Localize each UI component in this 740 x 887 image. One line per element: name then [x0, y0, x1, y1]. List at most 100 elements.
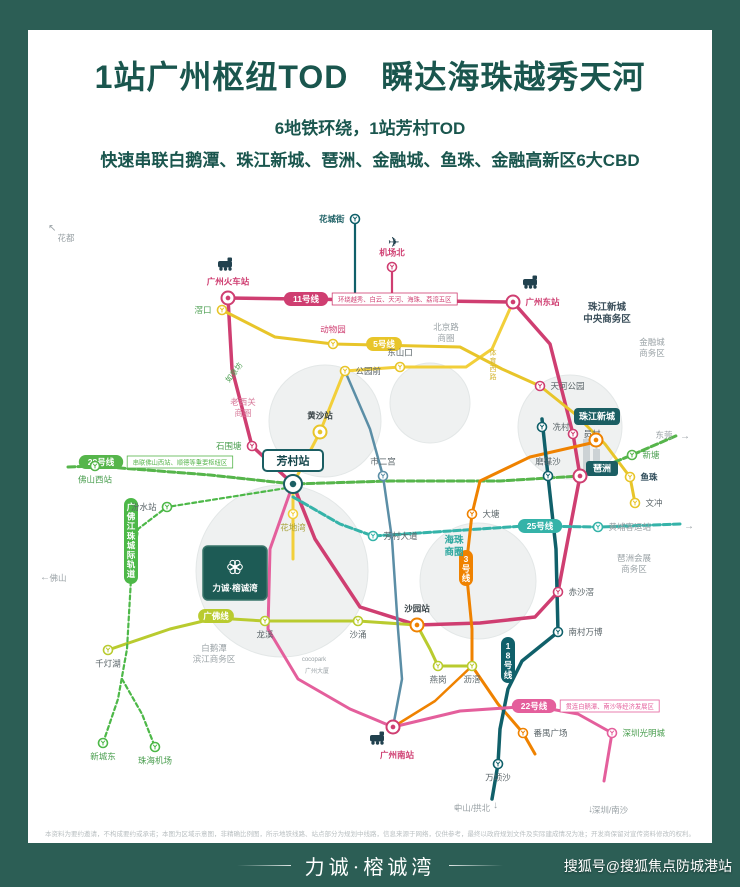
page-title: 1站广州枢纽TOD 瞬达海珠越秀天河 — [94, 59, 646, 95]
station-文冲: 文冲 — [629, 497, 663, 509]
station-燕岗: 燕岗 — [429, 660, 447, 685]
line-badge: 28号线 串联佛山西站、顺德等重要枢纽区 — [78, 455, 234, 469]
svg-text:龙溪: 龙溪 — [256, 630, 274, 640]
svg-text:佛山西站: 佛山西站 — [78, 475, 113, 485]
svg-text:燕岗: 燕岗 — [429, 675, 446, 685]
metro-line-18 — [490, 417, 560, 801]
svg-text:沥滘: 沥滘 — [463, 675, 480, 685]
station-花城街: 花城街 — [319, 213, 361, 225]
svg-text:28号线: 28号线 — [88, 457, 115, 467]
svg-text:黄埔客运站: 黄埔客运站 — [609, 522, 652, 532]
svg-text:沙园站: 沙园站 — [404, 604, 430, 614]
svg-text:芳村站: 芳村站 — [277, 453, 310, 467]
sohu-watermark: 搜狐号@搜狐焦点防城港站 — [563, 858, 732, 874]
brand-logo: 力诚·榕诚湾 — [237, 851, 504, 880]
disclaimer-text: 本资料为要约邀请，不构成要约或承诺；本图为区域示意图，非精确比例图，所示地铁线路… — [44, 831, 695, 838]
landmark-building-icon — [583, 433, 590, 475]
line-badge: 11号线 环绕越秀、白云、天河、海珠、荔湾五区 — [283, 292, 458, 306]
district-halo — [389, 362, 471, 444]
station-沙园站: 沙园站 — [404, 604, 430, 633]
svg-text:22号线: 22号线 — [521, 701, 548, 711]
svg-text:鱼珠: 鱼珠 — [641, 472, 659, 482]
train-icon — [218, 257, 232, 271]
station-滘口: 滘口 — [194, 304, 228, 316]
svg-text:公园前: 公园前 — [356, 366, 382, 376]
project-marker: 力诚·榕诚湾 — [202, 545, 268, 601]
svg-text:万顷沙: 万顷沙 — [485, 773, 511, 783]
svg-text:南村万博: 南村万博 — [569, 627, 604, 637]
station-新塘: 新塘 — [626, 449, 661, 461]
station-大塘: 大塘 — [466, 508, 500, 520]
svg-text:11号线: 11号线 — [293, 294, 319, 304]
station-冼村: 冼村 — [536, 421, 571, 433]
station-珠海机场: 珠海机场 — [138, 741, 172, 766]
line-badge: 22号线 贯连白鹅潭、南沙等经济发展区 — [511, 699, 660, 713]
svg-text:琶洲: 琶洲 — [593, 463, 611, 474]
area-label: 老西关商圈 — [230, 397, 256, 418]
station-天河公园: 天河公园 — [534, 380, 585, 392]
station-汾水站: 汾水站 — [131, 501, 173, 513]
area-label: 东莞 — [655, 430, 673, 440]
svg-text:石围塘: 石围塘 — [216, 441, 242, 451]
poster-card: 1站广州枢纽TOD 瞬达海珠越秀天河 6地铁环绕，1站芳村TOD 快速串联白鹅潭… — [28, 30, 712, 843]
station-琶洲 — [572, 468, 588, 484]
area-label: 广州大厦 — [305, 667, 329, 675]
pazhou-badge: 琶洲 — [586, 461, 618, 476]
svg-text:广州火车站: 广州火车站 — [207, 277, 250, 287]
station-番禺广场: 番禺广场 — [517, 727, 568, 739]
plane-icon: ✈ — [388, 234, 400, 250]
svg-text:花城街: 花城街 — [319, 214, 345, 224]
area-label: 珠江新城中央商务区 — [583, 301, 631, 325]
svg-text:贯连白鹅潭、南沙等经济发展区: 贯连白鹅潭、南沙等经济发展区 — [566, 702, 654, 711]
svg-text:市二宫: 市二宫 — [370, 457, 396, 467]
line-badge: 25号线 — [517, 519, 563, 533]
svg-text:环绕越秀、白云、天河、海珠、荔湾五区: 环绕越秀、白云、天河、海珠、荔湾五区 — [338, 295, 451, 304]
svg-text:广佛江珠城际轨道: 广佛江珠城际轨道 — [126, 502, 136, 579]
svg-text:天河公园: 天河公园 — [551, 381, 585, 391]
svg-text:番禺广场: 番禺广场 — [534, 728, 568, 738]
station-东山口: 东山口 — [387, 348, 413, 373]
station-广州东站: 广州东站 — [505, 294, 560, 310]
station-广州火车站: 广州火车站 — [207, 277, 250, 306]
direction-arrow: ↖ — [48, 223, 56, 234]
station-千灯湖: 千灯湖 — [95, 644, 121, 669]
area-label: 琶洲会展商务区 — [617, 553, 652, 574]
station-赤沙滘: 赤沙滘 — [552, 586, 595, 598]
station-石围塘: 石围塘 — [216, 440, 258, 452]
station-花地湾: 花地湾 — [280, 508, 306, 533]
svg-text:✈: ✈ — [388, 234, 400, 250]
svg-text:串联佛山西站、顺德等重要枢纽区: 串联佛山西站、顺德等重要枢纽区 — [133, 458, 227, 467]
svg-text:沙涌: 沙涌 — [349, 630, 366, 640]
metro-line-chengji2 — [120, 677, 157, 749]
direction-arrow: → — [680, 431, 690, 442]
train-icon — [370, 731, 384, 745]
direction-arrow: ← — [40, 572, 50, 583]
station-沙涌: 沙涌 — [349, 615, 367, 640]
area-label: 中山/拱北 — [454, 803, 491, 813]
svg-text:深圳光明城: 深圳光明城 — [623, 728, 666, 738]
station-芳村大道: 芳村大道 — [367, 530, 418, 542]
station-佛山西站: 佛山西站 — [78, 460, 113, 485]
station-动物园: 动物园 — [320, 325, 346, 350]
svg-text:黄沙站: 黄沙站 — [307, 411, 333, 421]
direction-arrow: → — [684, 521, 694, 532]
station-芳村站 — [283, 474, 303, 494]
station-公园前: 公园前 — [339, 365, 382, 377]
area-label: 佛山 — [49, 573, 66, 583]
svg-text:冼村: 冼村 — [553, 422, 571, 432]
svg-text:新塘: 新塘 — [643, 450, 661, 460]
svg-text:珠江新城: 珠江新城 — [579, 411, 615, 422]
direction-arrow: ↓ — [588, 804, 593, 815]
svg-text:磨碟沙: 磨碟沙 — [535, 457, 561, 467]
line-badge: 广佛江珠城际轨道 — [124, 498, 138, 584]
svg-text:珠海机场: 珠海机场 — [138, 756, 172, 766]
area-label: 花都 — [57, 233, 75, 243]
svg-text:赤沙滘: 赤沙滘 — [569, 587, 595, 597]
station-沥滘: 沥滘 — [463, 660, 481, 685]
station-南村万博: 南村万博 — [552, 626, 604, 638]
area-label: 白鹅潭滨江商务区 — [193, 643, 236, 664]
